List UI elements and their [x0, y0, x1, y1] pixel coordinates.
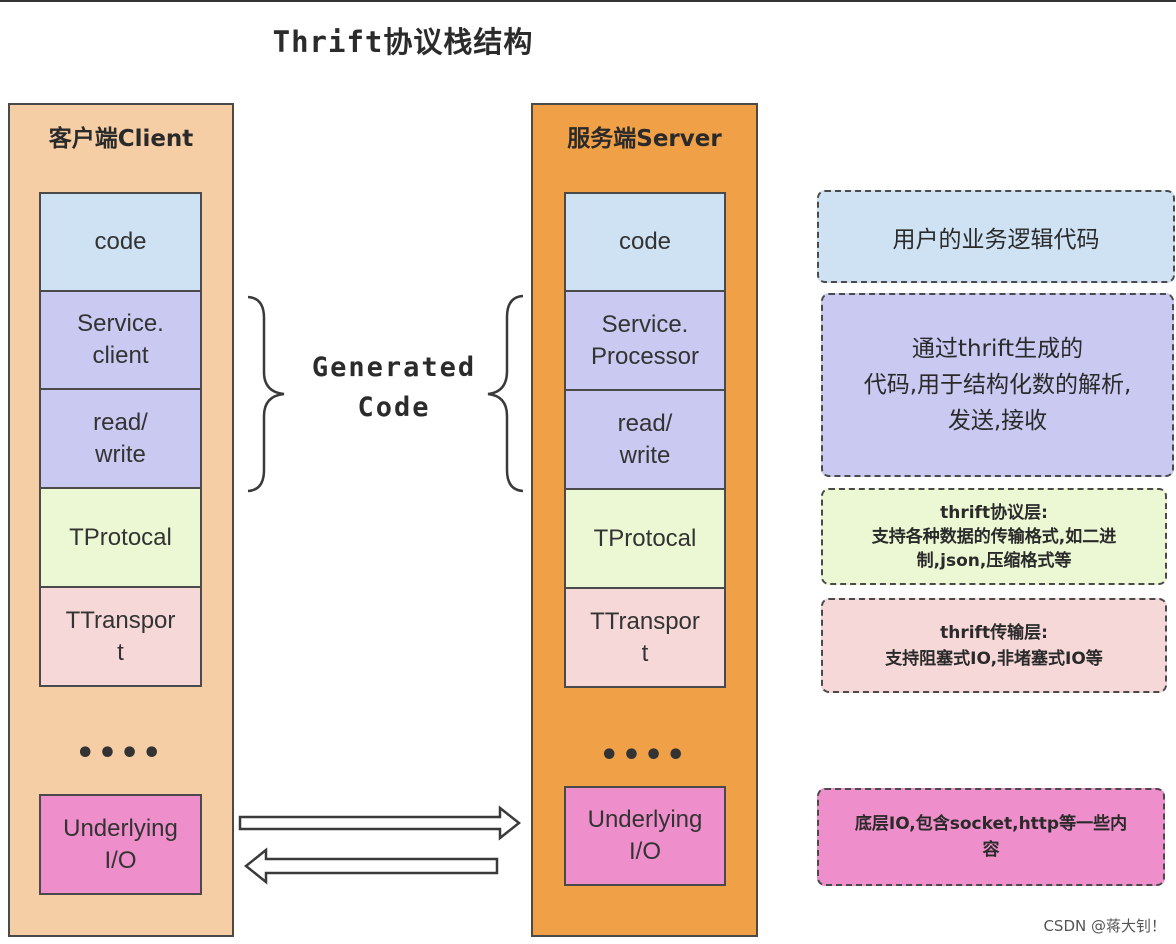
generated-code-label: Generated Code — [311, 352, 477, 423]
server-column-title: 服务端Server — [567, 126, 722, 152]
server-io-layer: Underlying I/O — [564, 786, 726, 886]
watermark: CSDN @蒋大钊！ — [1043, 917, 1166, 935]
desc-generated-code: 通过thrift生成的 代码,用于结构化数的解析, 发送,接收 — [821, 293, 1174, 477]
desc-transport-layer: thrift传输层: 支持阻塞式IO,非堵塞式IO等 — [821, 598, 1167, 693]
server-brace — [487, 294, 524, 493]
client-io-layer: Underlying I/O — [39, 794, 202, 895]
server-service-layer: Service. Processor — [564, 290, 726, 391]
client-transport-layer: TTranspor t — [39, 586, 202, 687]
client-code-layer: code — [39, 192, 202, 292]
client-column-title: 客户端Client — [48, 126, 194, 152]
top-border-line — [0, 0, 1176, 2]
server-protocol-layer: TProtocal — [564, 488, 726, 589]
client-readwrite-layer: read/ write — [39, 388, 202, 489]
desc-protocol-layer: thrift协议层: 支持各种数据的传输格式,如二进 制,json,压缩格式等 — [821, 488, 1167, 585]
desc-user-code: 用户的业务逻辑代码 — [817, 190, 1175, 283]
client-protocol-layer: TProtocal — [39, 487, 202, 588]
diagram-title: Thrift协议栈结构 — [272, 25, 534, 59]
desc-underlying-io: 底层IO,包含socket,http等一些内 容 — [817, 788, 1165, 886]
client-ellipsis: •••• — [75, 736, 165, 771]
client-brace — [247, 295, 285, 493]
request-arrow — [238, 805, 522, 841]
server-ellipsis: •••• — [599, 738, 689, 773]
response-arrow — [243, 847, 499, 885]
server-transport-layer: TTranspor t — [564, 587, 726, 688]
server-code-layer: code — [564, 192, 726, 292]
server-readwrite-layer: read/ write — [564, 389, 726, 490]
